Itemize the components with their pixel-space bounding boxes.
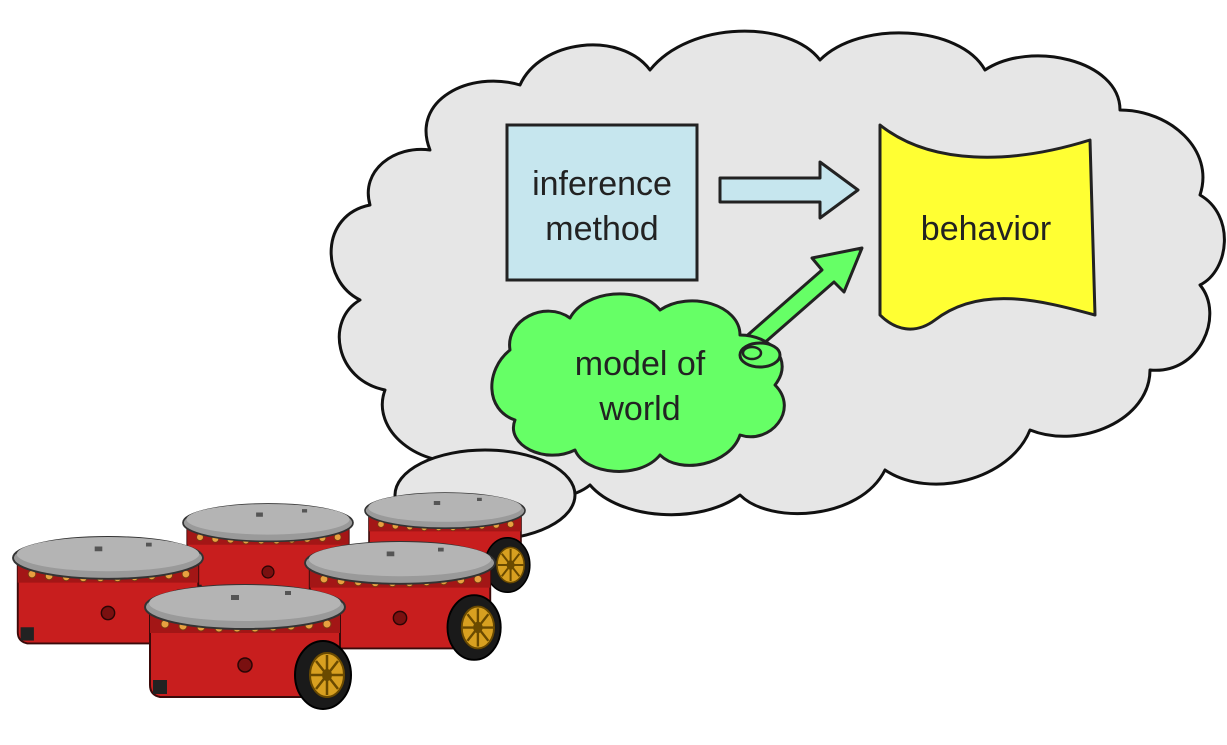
robot-group bbox=[11, 491, 531, 711]
model-to-behavior-arrow bbox=[740, 246, 864, 354]
inference-method-box: inference method bbox=[505, 123, 699, 282]
model-label-line1: model of bbox=[575, 345, 706, 383]
robot-front-center bbox=[143, 583, 353, 711]
inference-label-line2: method bbox=[545, 210, 658, 248]
inference-to-behavior-arrow bbox=[718, 160, 860, 220]
model-of-world-cloud: model of world bbox=[490, 292, 786, 473]
model-label-line2: world bbox=[598, 390, 680, 428]
behavior-shape: behavior bbox=[878, 123, 1097, 331]
behavior-label: behavior bbox=[921, 210, 1051, 248]
inference-label-line1: inference bbox=[532, 165, 672, 203]
